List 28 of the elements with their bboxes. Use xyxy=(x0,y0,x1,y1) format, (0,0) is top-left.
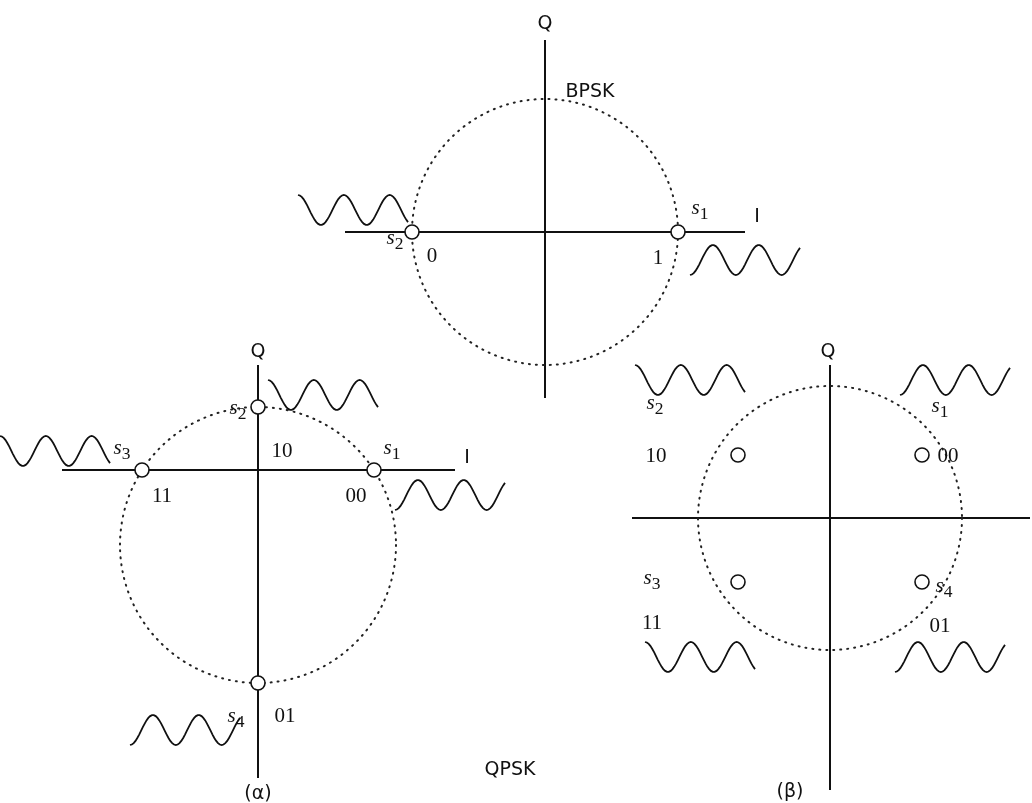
bit-label: 11 xyxy=(151,484,173,506)
point-label: s$_{3}$ xyxy=(113,437,131,463)
point-label: s$_{2}$ xyxy=(229,397,247,423)
bit-label: 10 xyxy=(271,439,293,461)
bit-label: 01 xyxy=(929,614,951,636)
axis-label: I xyxy=(464,446,470,466)
axis-label: I xyxy=(754,205,760,225)
bit-label: 00 xyxy=(937,444,959,466)
panel-label: (α) xyxy=(244,782,272,802)
bit-label: 1 xyxy=(652,246,664,268)
axis-label: Q xyxy=(820,340,836,360)
point-label: s$_{3}$ xyxy=(643,567,661,593)
axis-label: Q xyxy=(537,12,553,32)
panel-label: (β) xyxy=(776,780,804,800)
modulation-label: BPSK xyxy=(565,80,615,100)
axis-label: Q xyxy=(250,340,266,360)
point-label: s$_{2}$ xyxy=(646,392,664,418)
point-label: s$_{1}$ xyxy=(931,395,949,421)
bit-label: 01 xyxy=(274,704,296,726)
point-label: s$_{1}$ xyxy=(383,437,401,463)
modulation-label: QPSK xyxy=(484,758,536,778)
point-label: s$_{4}$ xyxy=(935,575,953,601)
bit-label: 10 xyxy=(645,444,667,466)
bit-label: 00 xyxy=(345,484,367,506)
point-label: s$_{2}$ xyxy=(386,227,404,253)
bit-label: 0 xyxy=(426,244,438,266)
point-label: s$_{1}$ xyxy=(691,197,709,223)
bit-label: 11 xyxy=(641,611,663,633)
